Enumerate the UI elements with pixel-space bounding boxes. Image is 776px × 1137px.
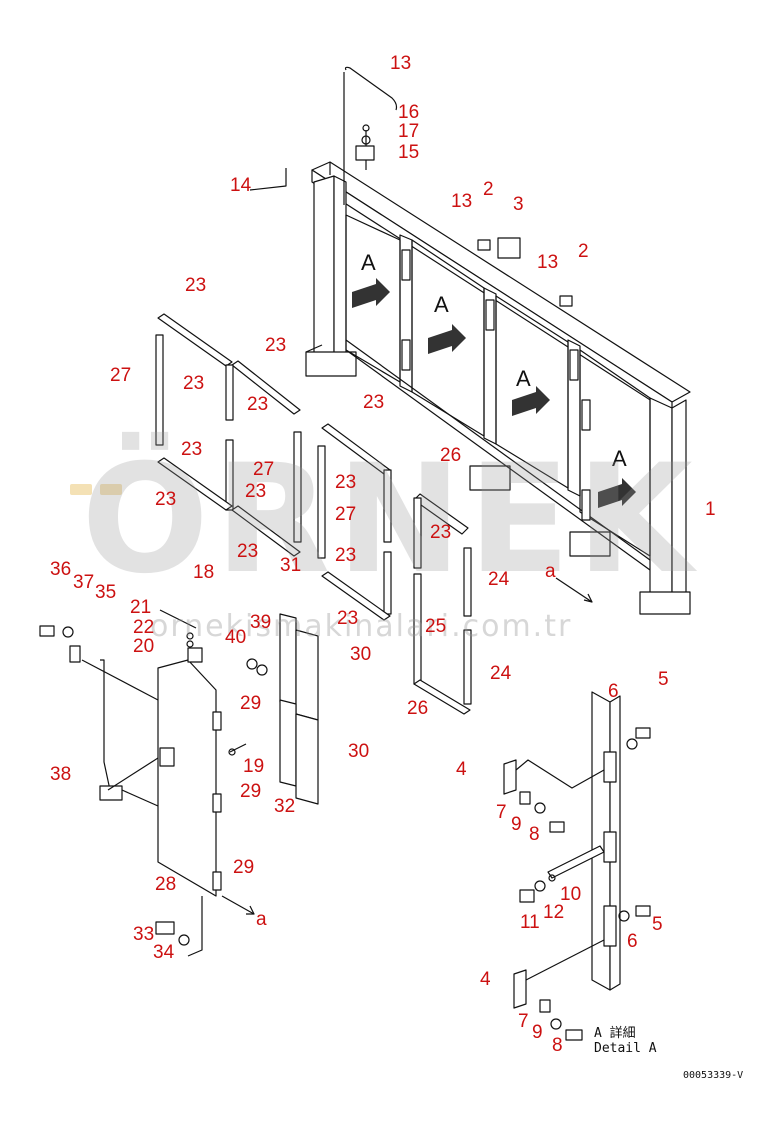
callout-number: 13 (390, 53, 412, 74)
callout-number: 38 (50, 764, 72, 785)
panel-label: A (516, 366, 531, 391)
callout-number: 39 (250, 612, 272, 633)
callout-number: 23 (237, 541, 259, 562)
seal-strips (155, 313, 472, 715)
rod-13 (343, 66, 398, 205)
callout-number: 7 (518, 1011, 529, 1032)
callout-number: 11 (520, 912, 540, 933)
callout-number: 31 (280, 555, 302, 576)
callout-number: 27 (110, 365, 132, 386)
callout-number: 23 (335, 545, 357, 566)
detail-a-caption: A 詳細 Detail A (594, 1026, 657, 1056)
callout-number: 26 (407, 698, 429, 719)
callout-number: 23 (430, 522, 452, 543)
callout-number: 26 (440, 445, 462, 466)
panel-label: A (434, 292, 449, 317)
callout-number: 22 (133, 617, 155, 638)
callout-number: 23 (181, 439, 203, 460)
airflow-arrow (352, 278, 636, 508)
callout-number: 28 (155, 874, 177, 895)
callout-number: 23 (183, 373, 205, 394)
callout-number: 9 (532, 1022, 543, 1043)
callout-number: 23 (185, 275, 207, 296)
callout-number: 35 (95, 582, 117, 603)
callout-number: 3 (513, 194, 524, 215)
callout-number: 1 (705, 499, 716, 520)
panel-label: A (361, 250, 376, 275)
callout-number: 13 (537, 252, 559, 273)
detail-a-assembly (503, 691, 651, 1041)
callout-number: 10 (560, 884, 582, 905)
callout-number: 24 (490, 663, 512, 684)
block-2b (559, 295, 573, 307)
callout-number: 23 (247, 394, 269, 415)
callout-number: 27 (253, 459, 275, 480)
callout-number: 29 (240, 693, 262, 714)
callout-number: a (256, 909, 267, 930)
callout-number: 4 (456, 759, 467, 780)
detail-caption-en: Detail A (594, 1041, 657, 1056)
callout-number: 16 (398, 102, 420, 123)
callout-number: 7 (496, 802, 507, 823)
main-frame (305, 161, 691, 615)
watermark-text: ÖRNEK (81, 433, 699, 607)
callout-number: 19 (243, 756, 265, 777)
callout-number: 29 (240, 781, 262, 802)
callout-number: 36 (50, 559, 72, 580)
watermark-url: ornekismakinalari.com.tr (150, 609, 573, 644)
callout-number: 33 (133, 924, 155, 945)
callout-number: 2 (483, 179, 494, 200)
watermark-umlaut-dot (100, 484, 122, 495)
callout-number: 24 (488, 569, 510, 590)
callout-number: 27 (335, 504, 357, 525)
callout-number: 5 (652, 914, 663, 935)
callout-number: 15 (398, 142, 420, 163)
block-3 (497, 237, 521, 259)
callout-number: 23 (265, 335, 287, 356)
callout-number: 30 (348, 741, 370, 762)
callout-number: 23 (337, 608, 359, 629)
panel-label: A (612, 446, 627, 471)
document-number: 00053339-V (683, 1070, 744, 1081)
callout-number: 25 (425, 616, 447, 637)
callout-number: 23 (155, 489, 177, 510)
callout-number: 4 (480, 969, 491, 990)
callout-number: 29 (233, 857, 255, 878)
callout-number: 8 (529, 824, 540, 845)
callout-number: 9 (511, 814, 522, 835)
leader-14 (249, 168, 287, 191)
callout-number: 14 (230, 175, 252, 196)
callout-number: 18 (193, 562, 215, 583)
door-panel-28 (39, 609, 268, 957)
callout-number: 6 (608, 681, 619, 702)
callout-number: 37 (73, 572, 95, 593)
callout-number: a (545, 561, 556, 582)
detail-caption-jp: A 詳細 (594, 1026, 636, 1041)
pads-30-31-32 (279, 613, 319, 805)
callout-number: 34 (153, 942, 175, 963)
callout-number: 13 (451, 191, 473, 212)
callout-number: 23 (363, 392, 385, 413)
callout-number: 2 (578, 241, 589, 262)
callout-number: 17 (398, 121, 420, 142)
callout-number: 20 (133, 636, 155, 657)
watermark-umlaut-dot (70, 484, 92, 495)
callout-number: 23 (335, 472, 357, 493)
callout-number: 8 (552, 1035, 563, 1056)
callout-number: 32 (274, 796, 296, 817)
block-2 (477, 239, 491, 251)
callout-number: 12 (543, 902, 565, 923)
callout-number: 30 (350, 644, 372, 665)
callout-number: 21 (130, 597, 152, 618)
callout-number: 40 (225, 627, 247, 648)
callout-number: 6 (627, 931, 638, 952)
callout-number: 23 (245, 481, 267, 502)
callout-number: 5 (658, 669, 669, 690)
